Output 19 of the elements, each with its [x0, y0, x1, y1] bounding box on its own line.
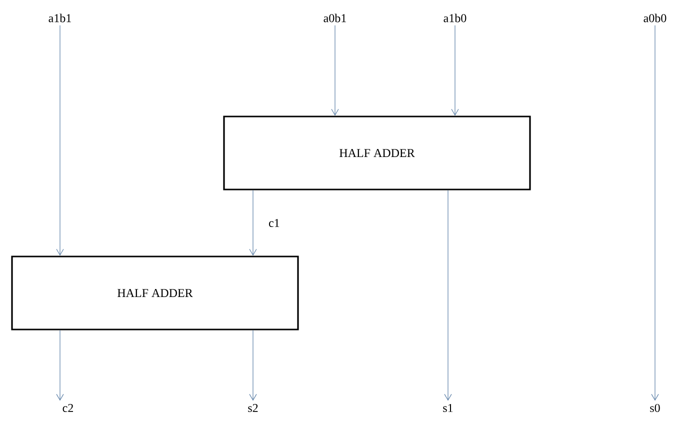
arrow [331, 25, 339, 116]
arrow [444, 190, 452, 401]
arrow [249, 190, 257, 256]
signal-label: a1b1 [48, 14, 71, 22]
arrow [651, 25, 659, 401]
arrow [249, 330, 257, 401]
signal-label: a1b0 [444, 14, 466, 22]
signal-label: s1 [443, 404, 453, 412]
signal-label: c2 [62, 404, 73, 412]
arrow [56, 330, 64, 401]
edge-label: c1 [269, 218, 280, 228]
half-adder-box: HALF ADDER [223, 116, 531, 190]
signal-label: s0 [650, 404, 660, 412]
arrow [451, 25, 459, 116]
signal-label: s2 [248, 404, 258, 412]
half-adder-box: HALF ADDER [11, 256, 299, 330]
signal-label: a0b1 [324, 14, 346, 22]
signal-label: a0b0 [644, 14, 666, 22]
arrow [56, 25, 64, 256]
